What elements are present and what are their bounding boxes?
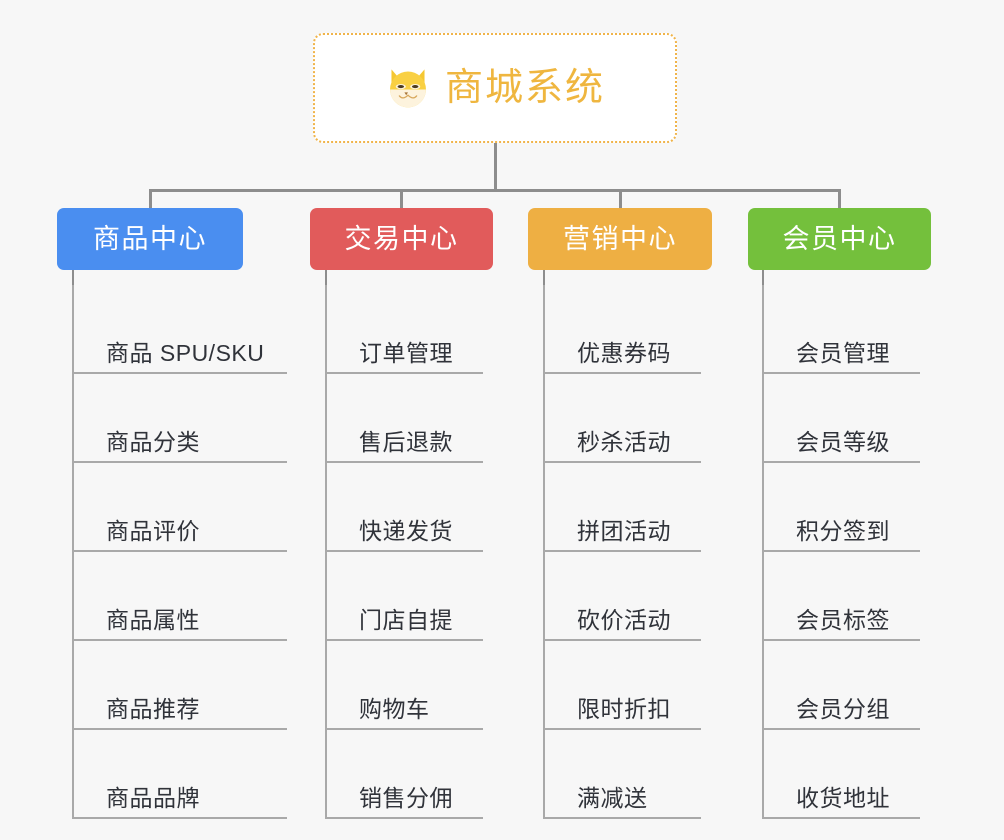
connector-spine-stem-4 (762, 270, 764, 292)
leaf-spine (325, 285, 327, 819)
leaf-item-underline (72, 728, 287, 730)
category-label: 交易中心 (344, 223, 459, 254)
category-label: 会员中心 (782, 223, 897, 254)
leaf-item[interactable]: 会员管理 (762, 285, 920, 374)
leaf-item-label: 商品分类 (106, 429, 200, 455)
leaf-item-label: 门店自提 (359, 607, 453, 633)
leaf-spine (543, 285, 545, 819)
leaf-item[interactable]: 商品属性 (72, 552, 287, 641)
leaf-item-underline (762, 639, 920, 641)
category-box-product[interactable]: 商品中心 (57, 208, 243, 270)
leaf-item-label: 商品评价 (106, 518, 200, 544)
leaf-item[interactable]: 积分签到 (762, 463, 920, 552)
leaf-item-label: 售后退款 (359, 429, 453, 455)
leaf-item[interactable]: 商品分类 (72, 374, 287, 463)
connector-spine-stem-3 (543, 270, 545, 292)
leaf-item[interactable]: 门店自提 (325, 552, 483, 641)
leaf-spine (72, 285, 74, 819)
category-box-marketing[interactable]: 营销中心 (528, 208, 712, 270)
leaf-item-label: 限时折扣 (577, 696, 671, 722)
leaf-item-underline (325, 817, 483, 819)
leaf-item-label: 快递发货 (359, 518, 453, 544)
leaf-item-underline (762, 728, 920, 730)
leaf-item-label: 秒杀活动 (577, 429, 671, 455)
connector-spine-stem-2 (325, 270, 327, 292)
leaf-item-label: 会员分组 (796, 696, 890, 722)
leaf-spine (762, 285, 764, 819)
leaf-item-label: 商品推荐 (106, 696, 200, 722)
connector-drop-1 (149, 189, 152, 211)
connector-drop-3 (619, 189, 622, 211)
leaf-item-underline (543, 461, 701, 463)
leaf-item-label: 商品 SPU/SKU (106, 340, 265, 366)
category-box-trade[interactable]: 交易中心 (310, 208, 493, 270)
leaf-item[interactable]: 订单管理 (325, 285, 483, 374)
leaf-item-label: 销售分佣 (359, 785, 453, 811)
leaf-item-label: 砍价活动 (577, 607, 671, 633)
leaf-item-underline (72, 372, 287, 374)
leaf-item-label: 收货地址 (796, 785, 890, 811)
leaf-item-label: 优惠券码 (577, 340, 671, 366)
leaf-item-label: 满减送 (577, 785, 648, 811)
shiba-dog-icon (390, 69, 426, 108)
leaf-item-underline (762, 550, 920, 552)
leaf-item[interactable]: 满减送 (543, 730, 701, 819)
leaf-item-label: 商品品牌 (106, 785, 200, 811)
leaf-item-underline (72, 461, 287, 463)
leaf-item-underline (325, 461, 483, 463)
leaf-item-underline (543, 550, 701, 552)
leaf-item-underline (325, 550, 483, 552)
leaf-item[interactable]: 会员等级 (762, 374, 920, 463)
leaf-item-label: 购物车 (359, 696, 430, 722)
leaf-item[interactable]: 商品品牌 (72, 730, 287, 819)
leaf-item-label: 积分签到 (796, 518, 890, 544)
leaf-item[interactable]: 售后退款 (325, 374, 483, 463)
category-label: 营销中心 (563, 223, 677, 254)
leaf-item[interactable]: 拼团活动 (543, 463, 701, 552)
connector-drop-2 (400, 189, 403, 211)
leaf-item-underline (325, 639, 483, 641)
leaf-item[interactable]: 商品 SPU/SKU (72, 285, 287, 374)
connector-root-stem (494, 143, 497, 189)
leaf-item[interactable]: 购物车 (325, 641, 483, 730)
category-label: 商品中心 (93, 223, 207, 254)
leaf-item[interactable]: 商品推荐 (72, 641, 287, 730)
leaf-item-underline (543, 639, 701, 641)
connector-drop-4 (838, 189, 841, 211)
leaf-item[interactable]: 销售分佣 (325, 730, 483, 819)
leaf-item-underline (325, 728, 483, 730)
leaf-item-underline (325, 372, 483, 374)
leaf-item[interactable]: 秒杀活动 (543, 374, 701, 463)
connector-spine-stem-1 (72, 270, 74, 292)
leaf-item-label: 商品属性 (106, 607, 200, 633)
leaf-item-underline (762, 817, 920, 819)
leaf-item-underline (72, 550, 287, 552)
leaf-item-underline (762, 372, 920, 374)
leaf-item[interactable]: 会员标签 (762, 552, 920, 641)
category-box-member[interactable]: 会员中心 (748, 208, 931, 270)
leaf-item-label: 会员管理 (796, 340, 890, 366)
leaf-item-underline (543, 728, 701, 730)
leaf-item[interactable]: 优惠券码 (543, 285, 701, 374)
leaf-item-label: 会员标签 (796, 607, 890, 633)
root-node-label: 商城系统 (444, 67, 605, 109)
root-node[interactable]: 商城系统 (313, 33, 677, 143)
leaf-item-label: 拼团活动 (577, 518, 671, 544)
leaf-item-underline (72, 639, 287, 641)
leaf-item-underline (543, 372, 701, 374)
leaf-item[interactable]: 商品评价 (72, 463, 287, 552)
leaf-item-underline (543, 817, 701, 819)
leaf-item[interactable]: 砍价活动 (543, 552, 701, 641)
connector-horizontal-bus (149, 189, 841, 192)
leaf-item[interactable]: 收货地址 (762, 730, 920, 819)
leaf-item[interactable]: 限时折扣 (543, 641, 701, 730)
leaf-item-label: 会员等级 (796, 429, 890, 455)
leaf-item-underline (72, 817, 287, 819)
leaf-item[interactable]: 快递发货 (325, 463, 483, 552)
leaf-item-underline (762, 461, 920, 463)
leaf-item[interactable]: 会员分组 (762, 641, 920, 730)
leaf-item-label: 订单管理 (359, 340, 453, 366)
